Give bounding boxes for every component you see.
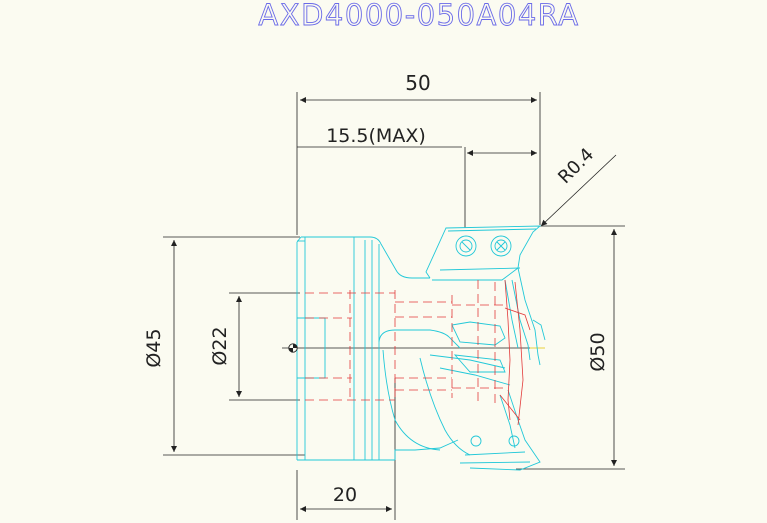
drawing-title: AXD4000-050A04RA — [258, 0, 579, 32]
hidden-features — [305, 279, 531, 426]
dim-overall-length: 50 — [405, 71, 430, 95]
dimension-lines — [163, 92, 625, 520]
dim-cutting-diameter: Ø50 — [587, 332, 609, 371]
dim-max-length: 15.5(MAX) — [326, 125, 426, 147]
cutter-body — [296, 225, 546, 471]
dim-pilot-length: 20 — [333, 484, 357, 506]
dim-shank-diameter: Ø45 — [143, 328, 165, 367]
center-mark — [288, 343, 298, 353]
dim-corner-radius: R0.4 — [554, 144, 598, 188]
dim-bore-diameter: Ø22 — [209, 326, 231, 365]
